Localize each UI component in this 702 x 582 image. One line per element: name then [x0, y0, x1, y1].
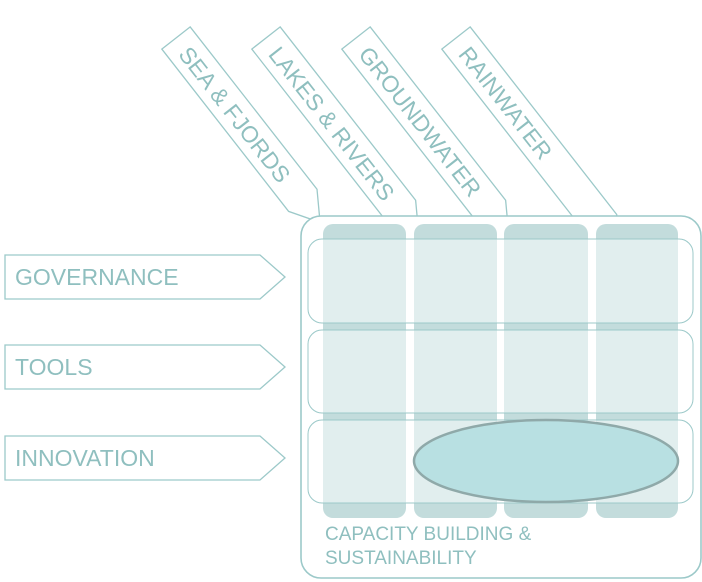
row-band-tools — [307, 329, 694, 414]
row-arrow-innovation: INNOVATION — [4, 435, 286, 481]
row-label-innovation: INNOVATION — [15, 445, 155, 471]
highlight-ellipse — [412, 418, 680, 504]
row-label-tools: TOOLS — [15, 354, 93, 380]
column-arrow-lakes-rivers: LAKES & RIVERS — [250, 26, 420, 235]
footer-line-2: SUSTAINABILITY — [325, 548, 477, 569]
column-label-rainwater: RAINWATER — [454, 42, 558, 165]
row-band-governance — [307, 238, 694, 324]
row-arrows: GOVERNANCE TOOLS INNOVATION — [4, 254, 286, 481]
column-arrow-sea-fjords: SEA & FJORDS — [160, 26, 321, 224]
footer-line-1: CAPACITY BUILDING & — [325, 524, 532, 545]
row-arrow-tools: TOOLS — [4, 344, 286, 390]
row-label-governance: GOVERNANCE — [15, 264, 179, 290]
row-arrow-governance: GOVERNANCE — [4, 254, 286, 300]
